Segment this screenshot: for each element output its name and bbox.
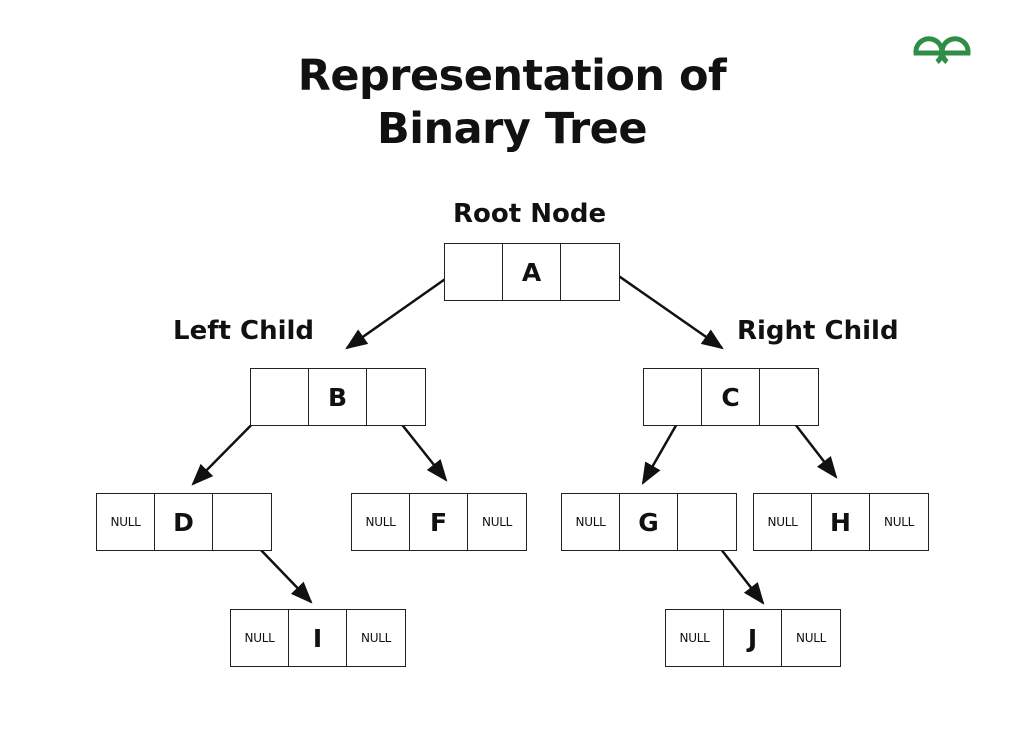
- tree-node-f: NULL F NULL: [351, 493, 527, 551]
- right-pointer-cell: [213, 494, 271, 550]
- node-value-cell: B: [309, 369, 367, 425]
- right-pointer-cell: NULL: [884, 515, 914, 529]
- node-value-cell: I: [289, 610, 347, 666]
- right-pointer-cell: [367, 369, 425, 425]
- tree-node-d: NULL D: [96, 493, 272, 551]
- right-pointer-cell: [760, 369, 818, 425]
- root-node-label: Root Node: [453, 199, 607, 229]
- left-pointer-cell: [644, 369, 702, 425]
- node-value-cell: H: [812, 494, 870, 550]
- tree-node-j: NULL J NULL: [665, 609, 841, 667]
- left-pointer-cell: NULL: [97, 494, 155, 550]
- tree-node-i: NULL I NULL: [230, 609, 406, 667]
- right-pointer-cell: [561, 244, 619, 300]
- left-pointer-cell: NULL: [231, 610, 289, 666]
- left-pointer-cell: [445, 244, 503, 300]
- node-value-cell: J: [724, 610, 782, 666]
- left-pointer-cell: NULL: [352, 494, 410, 550]
- node-value-cell: D: [155, 494, 213, 550]
- node-value-cell: A: [503, 244, 561, 300]
- title-line-2: Binary Tree: [377, 104, 648, 154]
- right-pointer-cell: NULL: [361, 631, 391, 645]
- node-value-cell: C: [702, 369, 760, 425]
- edge-a-c: [599, 261, 724, 350]
- geeksforgeeks-logo-icon: [913, 36, 971, 64]
- right-pointer-cell: NULL: [482, 515, 512, 529]
- left-child-label: Left Child: [173, 316, 315, 346]
- title-line-1: Representation of: [297, 51, 727, 101]
- left-pointer-cell: [251, 369, 309, 425]
- tree-node-b: B: [250, 368, 426, 426]
- right-pointer-cell: NULL: [796, 631, 826, 645]
- left-pointer-cell: NULL: [754, 494, 812, 550]
- node-value-cell: F: [410, 494, 468, 550]
- tree-node-a: A: [444, 243, 620, 301]
- left-pointer-cell: NULL: [562, 494, 620, 550]
- tree-node-c: C: [643, 368, 819, 426]
- node-value-cell: G: [620, 494, 678, 550]
- tree-node-h: NULL H NULL: [753, 493, 929, 551]
- diagram-title: Representation of Binary Tree: [0, 50, 1024, 156]
- right-child-label: Right Child: [737, 316, 899, 346]
- right-pointer-cell: [678, 494, 736, 550]
- tree-node-g: NULL G: [561, 493, 737, 551]
- left-pointer-cell: NULL: [666, 610, 724, 666]
